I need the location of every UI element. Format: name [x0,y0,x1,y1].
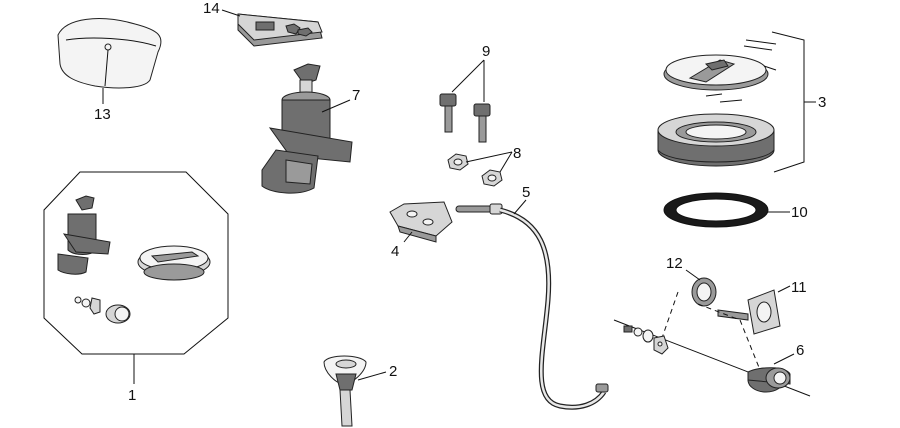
part-8-nuts: 8 [447,145,521,187]
part-13-cover-bag: 13 [57,18,162,123]
part-5-cable: 5 [455,184,609,410]
part-6-lock-cylinder: 6 [613,291,811,397]
callout-13: 13 [94,106,111,123]
callout-7: 7 [352,87,360,104]
callout-10: 10 [791,204,808,221]
callout-4: 4 [391,243,399,260]
callout-12: 12 [666,255,683,272]
callout-11: 11 [791,279,807,296]
callout-6: 6 [796,342,804,359]
callout-3: 3 [818,94,826,111]
part-11-lock-plate: 11 [717,279,807,335]
callout-9: 9 [482,43,490,60]
part-7-ignition-switch: 7 [261,63,360,194]
callout-1: 1 [128,387,136,404]
part-2-key: 2 [323,355,397,427]
callout-2: 2 [389,363,397,380]
part-4-bracket: 4 [389,201,453,260]
part-10-gasket: 10 [663,192,808,228]
part-1-lock-kit: 1 [43,171,229,404]
part-3-fuel-cap: 3 [657,31,826,173]
part-14-key-card: 14 [203,0,323,47]
callout-8: 8 [513,145,521,162]
part-12-ring: 12 [666,255,717,307]
callout-5: 5 [522,184,530,201]
part-9-screws: 9 [439,43,491,143]
callout-14: 14 [203,0,220,17]
